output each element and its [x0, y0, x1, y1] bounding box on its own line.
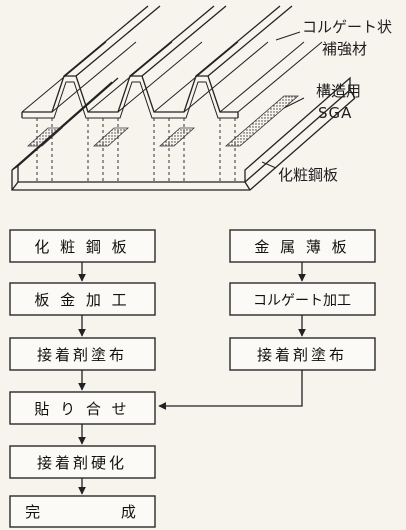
corrugated-reinforcement-drawing	[21, 5, 323, 119]
panel-illustration: コルゲート状 補強材 構造用 SGA 化粧鋼板	[11, 5, 392, 191]
sga-adhesive-drawing	[26, 95, 300, 147]
flow-left-2-text: 板 金 加 工	[34, 291, 129, 309]
process-flowchart: 化 粧 鋼 板 板 金 加 工 接着剤塗布 貼 り 合 せ 接着剤硬化 完 成 …	[9, 229, 376, 528]
leader-steel	[261, 161, 277, 169]
merge-arrow	[158, 370, 303, 410]
flow-box-left-4	[9, 391, 156, 425]
flow-box-left-2	[9, 282, 156, 316]
flow-box-left-3	[9, 337, 156, 371]
label-steel-sheet: 化粧鋼板	[278, 166, 338, 184]
label-sga-line1: 構造用	[316, 82, 361, 100]
flow-left-5-text: 接着剤硬化	[37, 454, 127, 472]
label-corrugated-line1: コルゲート状	[302, 18, 392, 36]
leader-corrugated	[275, 31, 301, 41]
flow-left-6-text: 完 成	[25, 503, 139, 521]
flow-box-left-5	[9, 445, 156, 479]
flow-box-right-1	[229, 229, 376, 263]
flow-box-left-1	[9, 229, 156, 263]
flow-right-3-text: 接着剤塗布	[257, 346, 347, 364]
label-sga-line2: SGA	[318, 104, 352, 122]
flow-right-1-text: 金 属 薄 板	[254, 238, 349, 256]
flow-box-right-3	[229, 337, 376, 371]
leader-sga	[283, 97, 305, 109]
steel-sheet-drawing	[11, 76, 356, 191]
flow-box-right-2	[229, 282, 376, 316]
flow-left-1-text: 化 粧 鋼 板	[34, 238, 129, 256]
label-corrugated-line2: 補強材	[322, 40, 367, 58]
flow-left-3-text: 接着剤塗布	[37, 346, 127, 364]
flow-right-2-text: コルゲート加工	[253, 293, 351, 309]
flow-box-left-6	[9, 495, 156, 528]
flow-left-4-text: 貼 り 合 せ	[34, 400, 129, 418]
alignment-lines	[36, 118, 236, 184]
